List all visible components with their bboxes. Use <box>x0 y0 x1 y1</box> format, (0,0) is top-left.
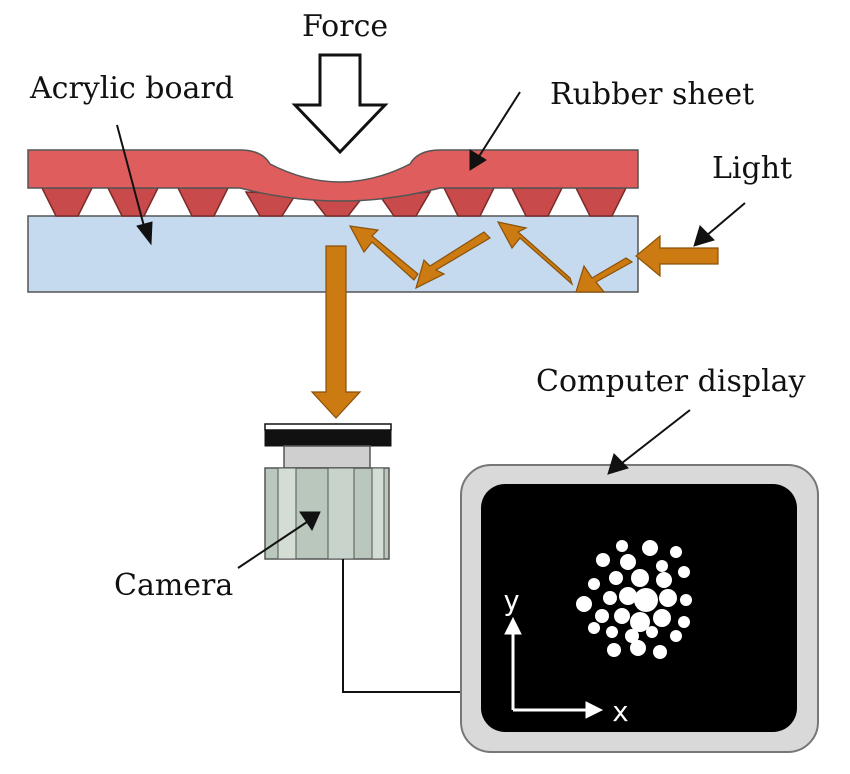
contact-marker-dot <box>606 626 618 638</box>
y-axis-arrowhead <box>504 616 522 635</box>
light-arrow-down <box>310 245 362 419</box>
contact-marker-dot <box>678 566 690 578</box>
camera-stripe <box>371 467 385 560</box>
rubber-bump <box>510 187 564 217</box>
rubber-pointer-head <box>469 149 487 171</box>
light-path <box>310 221 719 419</box>
light-arrow-reflect <box>415 231 491 290</box>
camera-stripe <box>327 467 355 560</box>
light-arrow-reflect <box>348 225 419 281</box>
contact-marker-dot <box>609 571 623 585</box>
computer-display-label: Computer display <box>536 364 806 399</box>
contact-marker-pattern <box>576 540 692 659</box>
x-axis-arrowhead <box>585 701 604 719</box>
camera-lens-rim <box>264 423 392 431</box>
rubber-bumps <box>40 187 628 217</box>
contact-marker-dot <box>607 643 621 657</box>
light-arrow-reflect <box>496 221 574 286</box>
contact-marker-dot <box>634 588 658 612</box>
contact-marker-dot <box>625 629 639 643</box>
contact-marker-dot <box>596 553 610 567</box>
camera-icon <box>264 423 392 560</box>
light-pointer <box>705 202 746 237</box>
acrylic-board-label: Acrylic board <box>29 71 234 106</box>
camera-cable <box>342 559 463 693</box>
contact-marker-dot <box>588 578 600 590</box>
contact-marker-dot <box>653 609 671 627</box>
rubber-bump <box>40 187 94 217</box>
contact-marker-dot <box>616 540 628 552</box>
contact-marker-dot <box>630 612 650 632</box>
force-label: Force <box>302 9 388 44</box>
display-pointer <box>621 409 691 464</box>
acrylic-pointer-head <box>136 221 153 246</box>
light-label: Light <box>712 151 792 186</box>
rubber-sheet-label: Rubber sheet <box>550 77 754 112</box>
camera-pointer-head <box>299 511 321 532</box>
contact-marker-dot <box>670 630 682 642</box>
camera-pointer <box>237 519 311 569</box>
contact-marker-dot <box>670 546 682 558</box>
light-arrow-reflect <box>575 257 634 293</box>
acrylic-pointer <box>116 124 146 231</box>
axis-y-label: y <box>503 584 520 617</box>
force-arrow-icon <box>291 53 389 155</box>
axis-x-label: x <box>612 695 629 728</box>
contact-marker-dot <box>659 589 677 607</box>
contact-marker-dot <box>631 569 649 587</box>
rubber-sheet <box>27 149 639 202</box>
contact-marker-dot <box>576 596 592 612</box>
rubber-bump <box>442 187 496 217</box>
camera-neck <box>283 445 371 469</box>
light-pointer-head <box>693 225 715 247</box>
contact-marker-dot <box>642 540 658 556</box>
camera-label: Camera <box>114 568 233 603</box>
light-arrow-in <box>635 234 719 278</box>
rubber-pointer <box>477 91 521 159</box>
contact-marker-dot <box>678 616 690 628</box>
rubber-bump <box>574 187 628 217</box>
contact-marker-dot <box>595 609 609 623</box>
contact-marker-dot <box>680 594 692 606</box>
contact-marker-dot <box>614 608 630 624</box>
contact-marker-dot <box>646 626 658 638</box>
label-pointers <box>116 91 746 569</box>
contact-marker-dot <box>656 560 668 572</box>
contact-marker-dot <box>653 645 667 659</box>
rubber-bump <box>176 187 230 217</box>
contact-marker-dot <box>630 640 646 656</box>
contact-marker-dot <box>588 622 600 634</box>
contact-marker-dot <box>619 587 637 605</box>
contact-marker-dot <box>620 554 636 570</box>
display-pointer-head <box>607 453 629 475</box>
rubber-bump <box>106 187 160 217</box>
camera-stripe <box>277 467 297 560</box>
contact-marker-dot <box>603 591 617 605</box>
screen-axes <box>504 616 604 719</box>
contact-marker-dot <box>656 572 672 588</box>
